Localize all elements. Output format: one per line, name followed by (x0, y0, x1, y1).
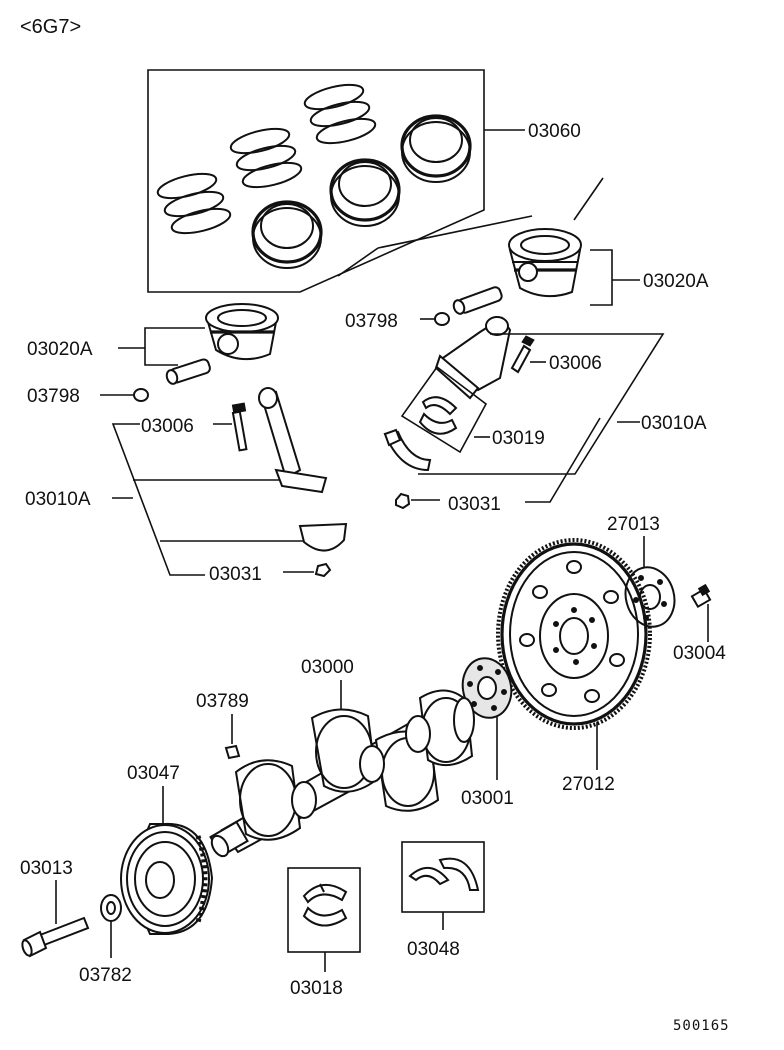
part-label-03031-left[interactable]: 03031 (209, 564, 262, 585)
part-label-03782[interactable]: 03782 (79, 965, 132, 986)
washer-group[interactable]: 03782 (79, 894, 132, 986)
snap-ring-right (434, 312, 450, 326)
washer (100, 894, 122, 922)
part-label-03010A-right[interactable]: 03010A (641, 413, 707, 434)
snap-ring-left-group[interactable]: 03798 (27, 386, 149, 407)
pulley-bolt-group[interactable]: 03013 (20, 858, 90, 958)
piston-left-group[interactable]: 03020A (27, 303, 279, 385)
part-label-03019[interactable]: 03019 (492, 428, 545, 449)
piston-left-bracket (144, 327, 205, 366)
crankshaft (209, 689, 475, 858)
part-label-03006-left[interactable]: 03006 (141, 416, 194, 437)
part-label-27012[interactable]: 27012 (562, 774, 615, 795)
piston-pin-left (165, 358, 211, 385)
rod-cap-right-group[interactable]: 03031 (383, 417, 601, 515)
piston-pin-right (452, 286, 503, 315)
flywheel-bolt (690, 583, 712, 609)
piston-right-group[interactable]: 03020A (452, 228, 709, 315)
nut-right (395, 492, 411, 510)
main-bearing-group[interactable]: 03018 (287, 867, 361, 999)
piston-ring-stack-2 (229, 127, 303, 189)
part-label-03000[interactable]: 03000 (301, 657, 354, 678)
rod-bearing (418, 396, 458, 435)
part-label-03013[interactable]: 03013 (20, 858, 73, 879)
main-bearing-frame (287, 867, 361, 953)
key (224, 744, 241, 760)
piston-ring-set-group[interactable]: 03060 (147, 69, 581, 293)
snap-ring-right-group[interactable]: 03798 (345, 311, 450, 332)
rod-cap-left-group[interactable]: 03031 (209, 522, 348, 585)
ring-set-frame (147, 69, 485, 293)
rod-cap-left (298, 522, 348, 552)
thrust-bearing-group[interactable]: 03048 (401, 841, 485, 960)
crankshaft-group[interactable]: 03000 (208, 657, 475, 859)
drive-plate (496, 538, 652, 730)
part-label-03020A-left[interactable]: 03020A (27, 339, 93, 360)
thrust-bearing (408, 857, 480, 891)
pulley-bolt (21, 916, 90, 958)
projection-line-1 (337, 247, 379, 277)
oil-ring-coil-3 (400, 114, 472, 183)
key-group[interactable]: 03789 (196, 691, 249, 760)
crank-plate (461, 657, 513, 719)
oil-ring-coil-2 (329, 158, 401, 227)
part-label-03047[interactable]: 03047 (127, 763, 180, 784)
conn-rod-right-bracket (418, 333, 665, 475)
piston-left (205, 303, 279, 361)
rod-bearing-frame (400, 365, 488, 454)
conn-rod-right (434, 316, 512, 400)
part-label-03004[interactable]: 03004 (673, 643, 726, 664)
rod-cap-right-lug (383, 428, 402, 447)
conn-rod-left-group[interactable]: 03006 03010A (25, 387, 328, 576)
part-label-03048[interactable]: 03048 (407, 939, 460, 960)
part-label-03060[interactable]: 03060 (528, 121, 581, 142)
bolt-right (510, 335, 535, 374)
crank-plate-group[interactable]: 03001 (457, 654, 516, 809)
rod-bearing-group[interactable]: 03019 (400, 365, 545, 454)
part-label-27013[interactable]: 27013 (607, 514, 660, 535)
oil-ring-coil-1 (251, 200, 323, 269)
snap-ring-left (133, 388, 149, 402)
piston-right (508, 228, 582, 298)
part-label-03798-left[interactable]: 03798 (27, 386, 80, 407)
part-label-03006-right[interactable]: 03006 (549, 353, 602, 374)
drive-plate-group[interactable]: 27012 (496, 538, 652, 795)
flywheel-bolt-group[interactable]: 03004 (673, 583, 726, 664)
conn-rod-right-group[interactable]: 03006 03010A (418, 316, 707, 475)
part-label-03789[interactable]: 03789 (196, 691, 249, 712)
piston-ring-stack-1 (156, 172, 232, 235)
damper-pulley-group[interactable]: 03047 (120, 763, 214, 935)
conn-rod-left-bracket (111, 423, 205, 576)
projection-line-2 (573, 177, 604, 221)
engine-code-label: <6G7> (20, 16, 81, 38)
part-label-03010A-left[interactable]: 03010A (25, 489, 91, 510)
nut-left (314, 562, 332, 578)
projection-line-3 (377, 215, 533, 249)
part-label-03020A-right[interactable]: 03020A (643, 271, 709, 292)
piston-right-bracket (590, 249, 613, 306)
damper-pulley (120, 822, 214, 935)
diagram-id-label: 500165 (673, 1018, 730, 1034)
main-bearing (302, 883, 348, 927)
bolt-left (231, 402, 248, 452)
piston-ring-stack-3 (303, 83, 377, 145)
part-label-03001[interactable]: 03001 (461, 788, 514, 809)
part-label-03018[interactable]: 03018 (290, 978, 343, 999)
part-label-03798-right[interactable]: 03798 (345, 311, 398, 332)
conn-rod-left (258, 387, 328, 494)
part-label-03031-right[interactable]: 03031 (448, 494, 501, 515)
nut-right-bracket (525, 417, 601, 503)
